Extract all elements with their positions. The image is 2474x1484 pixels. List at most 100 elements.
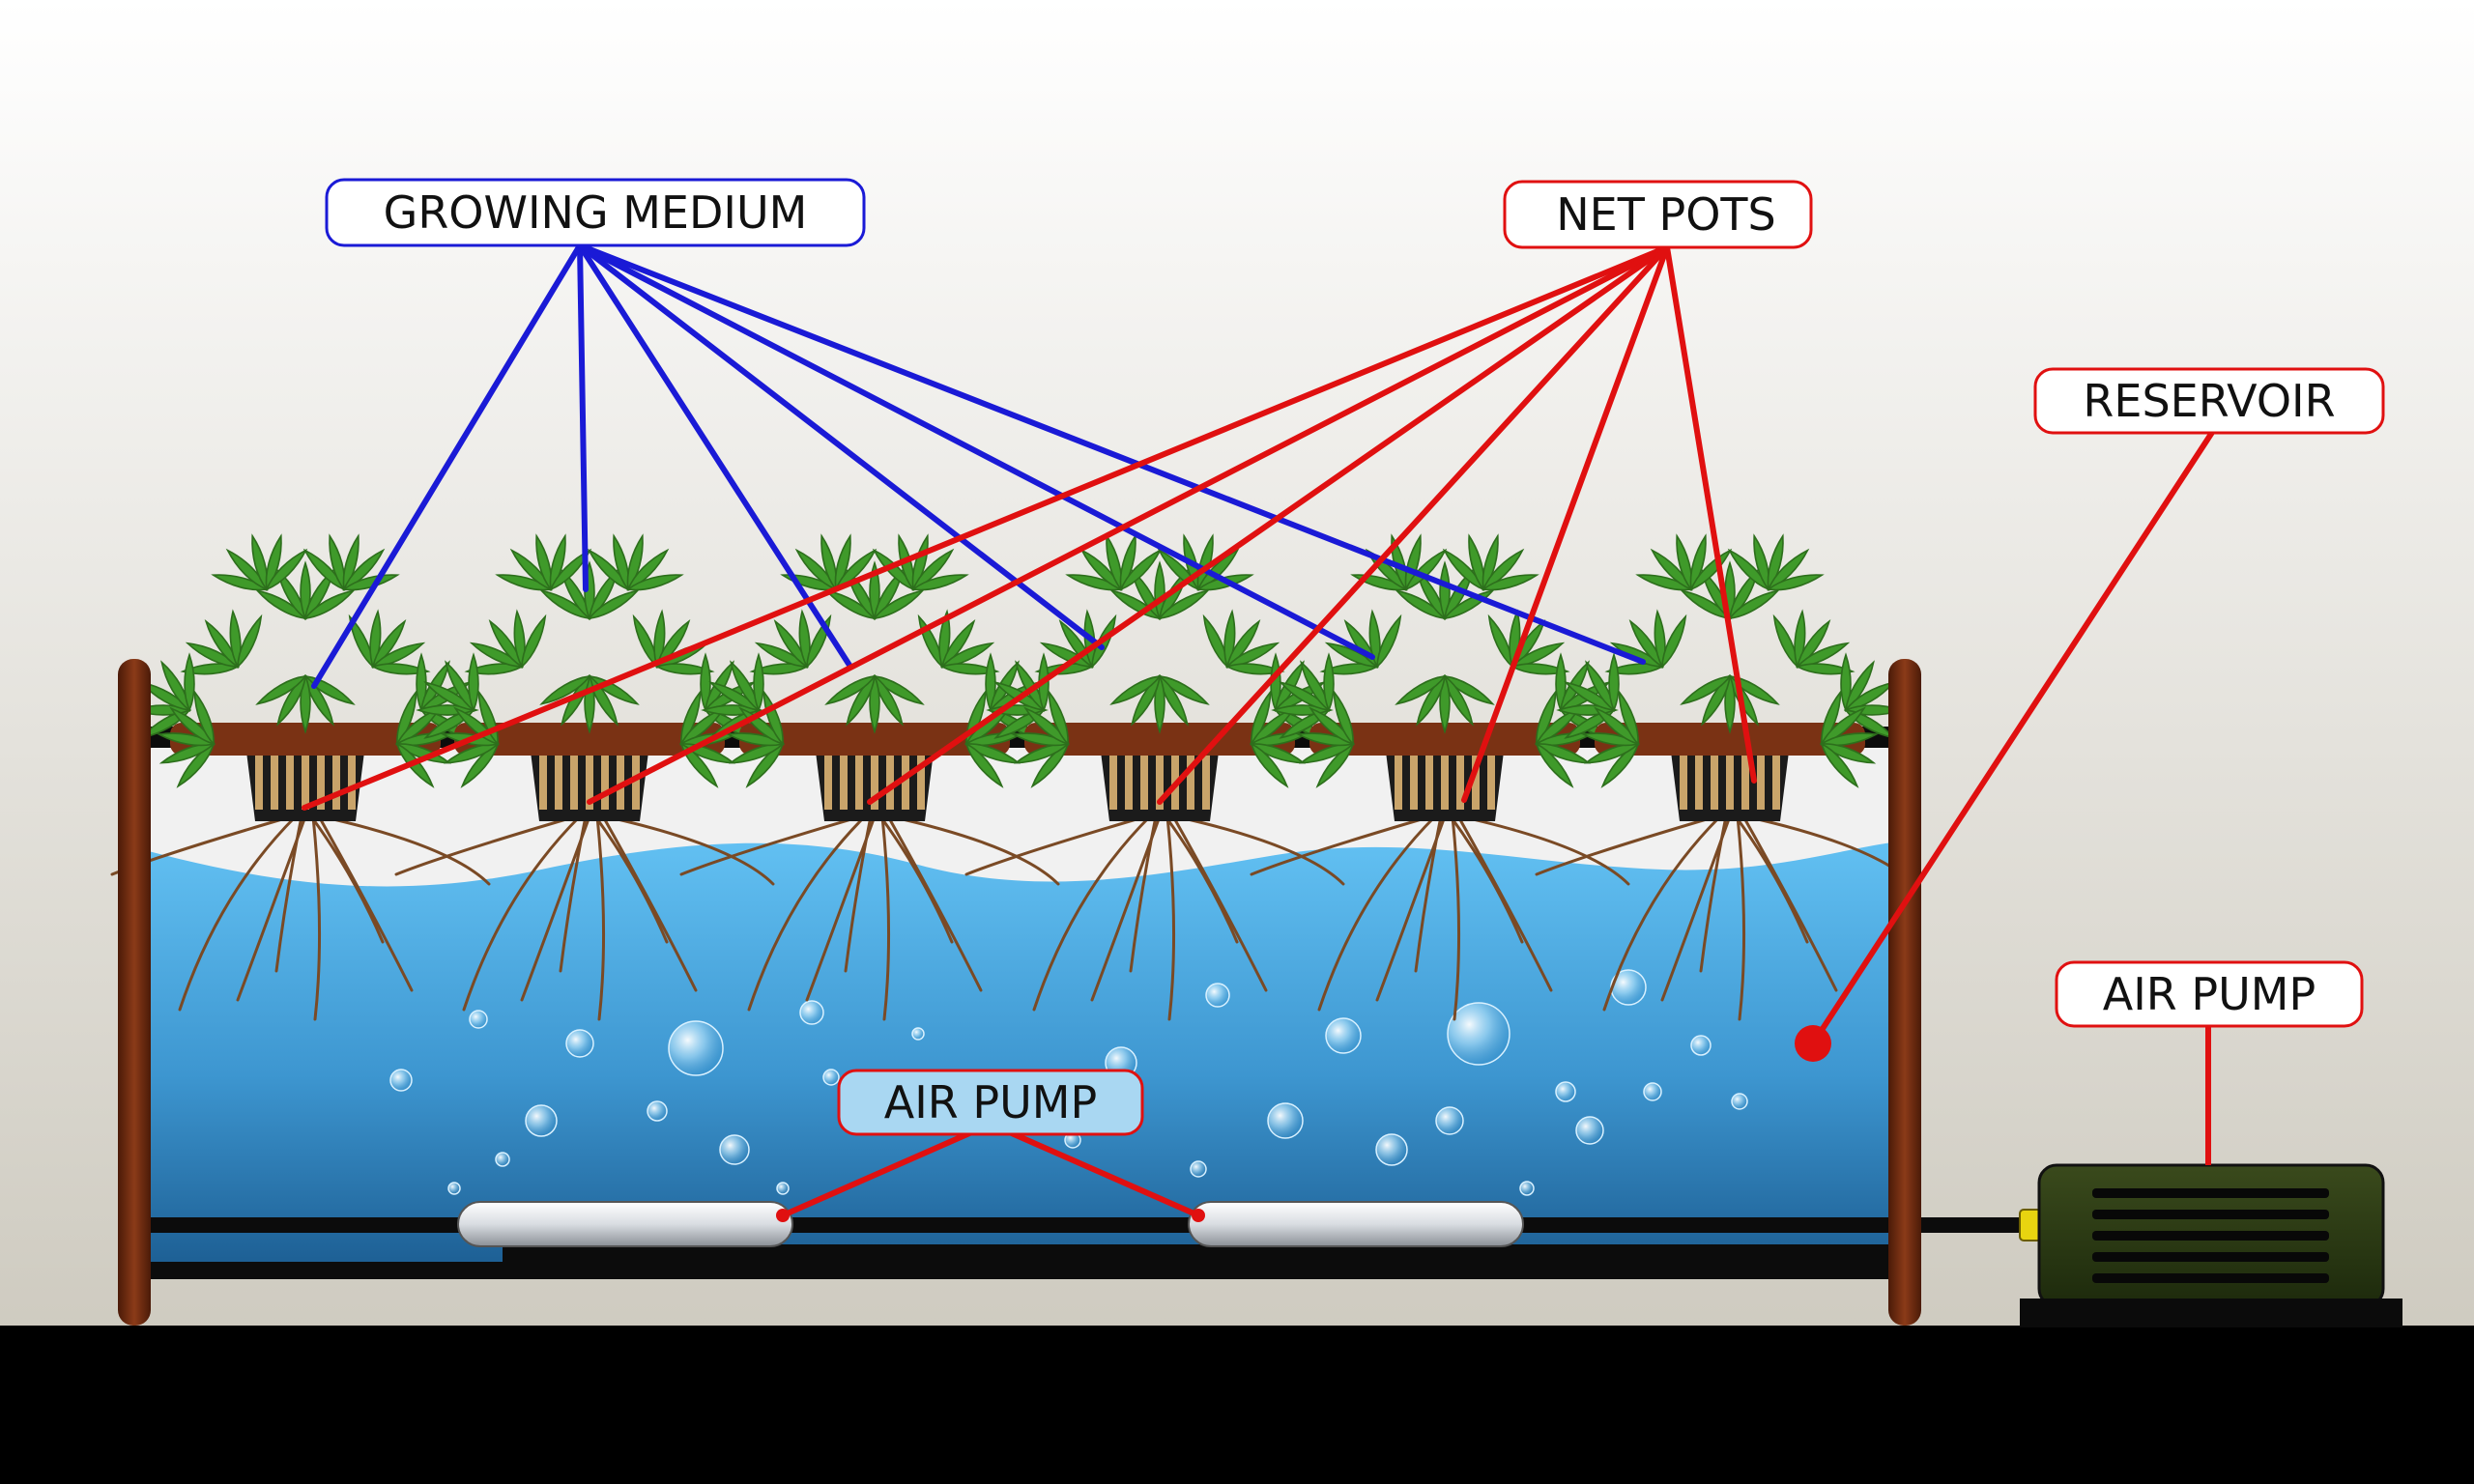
pot-collar bbox=[454, 723, 725, 756]
pump-vent-2 bbox=[2092, 1210, 2329, 1219]
growing-medium bbox=[1395, 756, 1402, 810]
growing-medium bbox=[840, 756, 848, 810]
plant-2 bbox=[394, 533, 775, 1021]
label-growing-medium-box bbox=[325, 178, 866, 247]
root bbox=[1129, 814, 1158, 973]
medium-leader-1 bbox=[311, 243, 583, 689]
root bbox=[1456, 814, 1553, 992]
pots-leader-4 bbox=[1157, 244, 1670, 805]
plant-4 bbox=[964, 533, 1345, 1021]
medium-leader-3 bbox=[577, 243, 853, 670]
growing-medium bbox=[1109, 756, 1117, 810]
pots-leader-6 bbox=[1664, 244, 1757, 784]
root bbox=[1250, 814, 1433, 876]
pump-vent-1 bbox=[2092, 1188, 2329, 1198]
net-pots-leaders bbox=[302, 244, 1757, 811]
growing-medium bbox=[1680, 756, 1687, 810]
reservoir-leader-dot bbox=[1795, 1025, 1831, 1062]
water-body bbox=[145, 842, 1892, 1266]
bubble bbox=[389, 1069, 413, 1092]
root bbox=[603, 814, 775, 886]
growing-medium bbox=[1202, 756, 1210, 810]
growing-medium bbox=[1757, 756, 1765, 810]
root bbox=[1449, 814, 1524, 944]
root bbox=[1164, 814, 1239, 944]
label-net-pots-box bbox=[1503, 180, 1813, 249]
growing-medium bbox=[1741, 756, 1749, 810]
root bbox=[601, 814, 698, 992]
right-post bbox=[1888, 659, 1921, 1326]
root bbox=[1458, 814, 1630, 886]
bubble bbox=[565, 1029, 594, 1058]
growing-medium bbox=[1472, 756, 1480, 810]
floor bbox=[0, 1326, 2474, 1484]
label-net-pots: NET POTS bbox=[1503, 180, 1813, 249]
growing-medium bbox=[632, 756, 640, 810]
growing-medium bbox=[1156, 756, 1164, 810]
pump-base bbox=[2020, 1298, 2402, 1327]
root bbox=[747, 814, 867, 1012]
plant-3 bbox=[679, 533, 1060, 1021]
growing-medium bbox=[1410, 756, 1418, 810]
plant-1 bbox=[110, 533, 491, 1021]
growing-medium bbox=[302, 756, 309, 810]
label-air-pump-external-text: AIR PUMP bbox=[2103, 968, 2316, 1020]
growing-medium bbox=[570, 756, 578, 810]
label-air-pump-external: AIR PUMP bbox=[2055, 960, 2364, 1028]
growing-medium bbox=[555, 756, 562, 810]
growing-medium bbox=[586, 756, 593, 810]
growing-medium bbox=[917, 756, 925, 810]
bubble bbox=[776, 1182, 790, 1195]
root bbox=[1451, 814, 1461, 1021]
root bbox=[309, 814, 385, 944]
root bbox=[593, 814, 669, 944]
growing-medium bbox=[1187, 756, 1194, 810]
growing-medium bbox=[886, 756, 894, 810]
reservoir-tank bbox=[145, 727, 2068, 1279]
root bbox=[1602, 814, 1722, 1012]
label-air-pump-internal-text: AIR PUMP bbox=[884, 1076, 1097, 1128]
bubble bbox=[647, 1100, 668, 1122]
plants bbox=[110, 533, 1915, 1021]
bubble bbox=[1575, 1116, 1604, 1145]
pot-collar bbox=[739, 723, 1010, 756]
root bbox=[1741, 814, 1838, 992]
growing-medium bbox=[902, 756, 909, 810]
growing-medium bbox=[317, 756, 325, 810]
root bbox=[559, 814, 588, 973]
reservoir-leader bbox=[1810, 428, 2216, 1046]
growing-medium bbox=[1726, 756, 1734, 810]
label-air-pump-external-box bbox=[2055, 960, 2364, 1028]
plant-roots bbox=[110, 814, 491, 1021]
root bbox=[319, 814, 491, 886]
growing-medium bbox=[824, 756, 832, 810]
label-growing-medium: GROWING MEDIUM bbox=[325, 178, 866, 247]
root bbox=[1734, 814, 1809, 944]
root bbox=[886, 814, 983, 992]
growing-medium bbox=[617, 756, 624, 810]
bubble bbox=[495, 1152, 510, 1167]
root bbox=[1165, 814, 1176, 1021]
growing-medium bbox=[1456, 756, 1464, 810]
bubble bbox=[719, 1134, 750, 1165]
pump-vent-3 bbox=[2092, 1231, 2329, 1241]
plant-5 bbox=[1250, 533, 1630, 1021]
bubble bbox=[1325, 1017, 1362, 1054]
bubble bbox=[1519, 1181, 1535, 1196]
root bbox=[888, 814, 1060, 886]
pot-collar bbox=[170, 723, 441, 756]
bubble bbox=[1267, 1102, 1304, 1139]
growing-medium bbox=[348, 756, 356, 810]
air-line-tube bbox=[145, 1217, 2068, 1233]
growing-medium bbox=[1487, 756, 1495, 810]
root bbox=[878, 814, 954, 944]
root bbox=[462, 814, 582, 1012]
bubble bbox=[1205, 983, 1230, 1008]
tank-bottom bbox=[145, 1262, 1892, 1279]
internal-pump-dot-left bbox=[776, 1209, 790, 1222]
pots-leader-2 bbox=[587, 244, 1670, 805]
root bbox=[1032, 814, 1152, 1012]
label-net-pots-text: NET POTS bbox=[1556, 188, 1775, 241]
tank-base-plate bbox=[503, 1244, 1894, 1262]
root bbox=[317, 814, 414, 992]
